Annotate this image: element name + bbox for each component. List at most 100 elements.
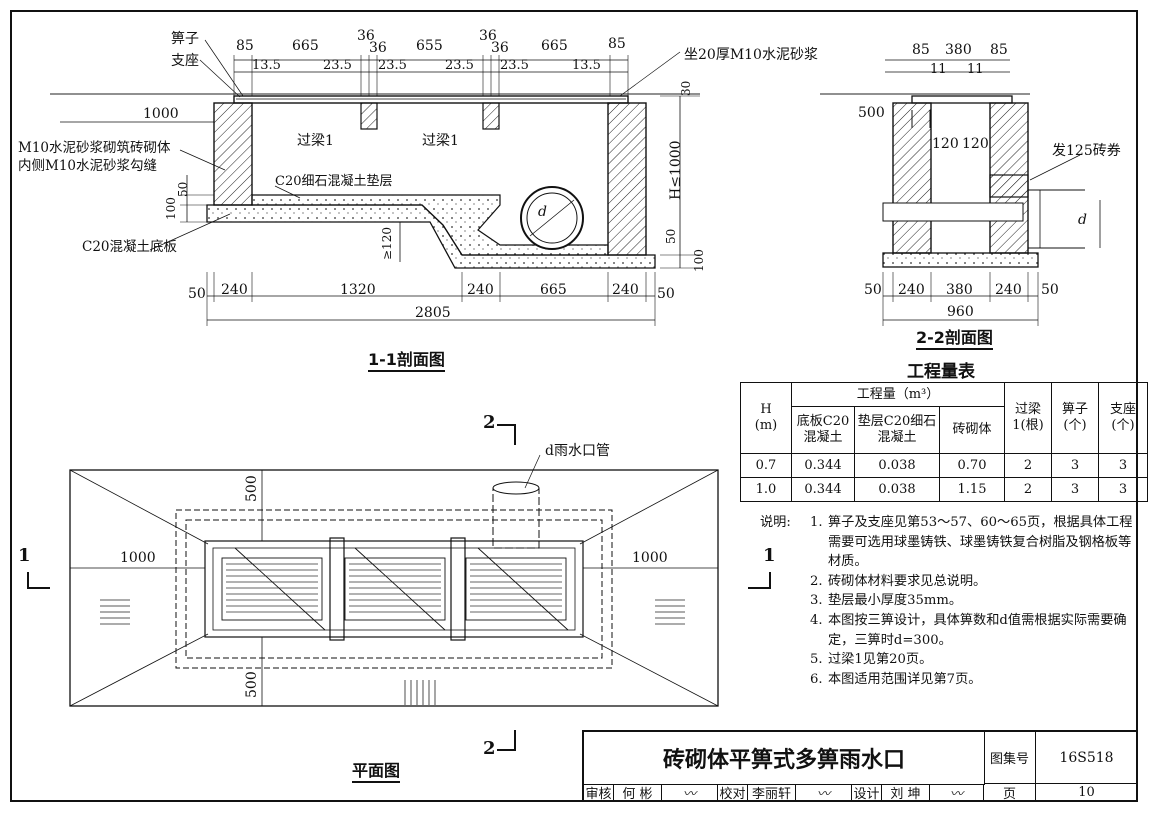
dim-top-5: 655 <box>416 38 443 54</box>
design-label: 设计 <box>852 784 882 802</box>
right-wall <box>607 102 647 256</box>
plan-right-1000: 1000 <box>632 550 668 566</box>
plan-title: 平面图 <box>352 757 401 783</box>
note-text: 本图按三箅设计，具体箅数和d值需根据实际需要确定，三箅时d=300。 <box>828 612 1127 648</box>
total-dim: 2805 <box>415 305 451 321</box>
beam-label-2: 过梁1 <box>422 133 459 149</box>
dim-top-6: 36 <box>479 28 497 44</box>
dim-top-9: 85 <box>608 36 626 52</box>
cushion-label: C20细石混凝土垫层 <box>275 174 393 189</box>
v-50a: 50 <box>176 181 190 197</box>
note-text: 垫层最小厚度35mm。 <box>828 593 963 609</box>
quantity-table-title: 工程量表 <box>907 362 975 382</box>
cut-2-bottom: 2 <box>483 738 496 759</box>
cell: 2 <box>1004 477 1052 502</box>
subdim-5: 23.5 <box>500 58 529 73</box>
section-2-2 <box>820 59 1101 326</box>
subdim-2: 23.5 <box>323 58 352 73</box>
masonry-label-1: M10水泥砂浆砌筑砖砌体 <box>18 140 171 156</box>
bdim-7: 50 <box>657 286 675 302</box>
cell: 2 <box>1004 453 1052 478</box>
grate-slab <box>233 95 629 104</box>
bdim-1: 50 <box>188 286 206 302</box>
s22-b5: 50 <box>1041 282 1059 298</box>
note-number: 6. <box>810 671 823 687</box>
s22-b3: 380 <box>946 282 973 298</box>
beam-2 <box>482 102 500 130</box>
s22-brick: 发125砖券 <box>1052 143 1121 159</box>
section-2-2-title: 2-2剖面图 <box>916 324 993 350</box>
s22-sub-1: 11 <box>930 62 947 77</box>
dim-top-1: 85 <box>236 38 254 54</box>
bdim-5: 665 <box>540 282 567 298</box>
plan-bot-500: 500 <box>244 671 260 698</box>
cell: 0.038 <box>854 453 940 478</box>
th-masonry: 砖砌体 <box>939 406 1005 454</box>
base-slab <box>206 204 656 269</box>
cell: 1.15 <box>939 477 1005 502</box>
designer: 刘 坤 <box>882 784 930 802</box>
note-number: 5. <box>810 652 823 668</box>
s22-120a: 120 <box>932 136 959 152</box>
cell: 3 <box>1051 453 1099 478</box>
beam-1 <box>360 102 378 130</box>
cell: 3 <box>1098 453 1148 478</box>
pipe-d-label: d <box>538 204 547 220</box>
cell: 0.7 <box>740 453 792 478</box>
note-text: 砖砌体材料要求见总说明。 <box>828 573 987 589</box>
cell: 0.038 <box>854 477 940 502</box>
plan-view <box>27 424 771 751</box>
left-wall <box>213 102 253 206</box>
cut-1-left: 1 <box>18 545 31 566</box>
reviewer-signature: 〰 <box>662 784 718 802</box>
support-label: 支座 <box>171 53 199 69</box>
subdim-3: 23.5 <box>378 58 407 73</box>
bdim-4: 240 <box>467 282 494 298</box>
atlas-label: 图集号 <box>984 732 1036 784</box>
subdim-1: 13.5 <box>252 58 281 73</box>
cell: 1.0 <box>740 477 792 502</box>
note-number: 3. <box>810 593 823 609</box>
plan-left-1000: 1000 <box>120 550 156 566</box>
dim-top-3: 36 <box>357 28 375 44</box>
note-number: 4. <box>810 612 823 628</box>
table-row: 1.0 0.344 0.038 1.15 2 3 3 <box>740 477 1148 502</box>
bdim-6: 240 <box>612 282 639 298</box>
notes: 说明:1.箅子及支座见第53～57、60～65页，根据具体工程需要可选用球墨铸铁… <box>760 513 1138 689</box>
th-h: H (m) <box>740 382 792 454</box>
v-120: ≥120 <box>380 227 394 260</box>
subdim-4: 23.5 <box>445 58 474 73</box>
base-label: C20混凝土底板 <box>82 239 178 255</box>
v-50b: 50 <box>664 228 678 244</box>
dim-top-4: 36 <box>369 40 387 56</box>
dim-top-7: 36 <box>491 40 509 56</box>
s22-b1: 50 <box>864 282 882 298</box>
cell: 0.70 <box>939 453 1005 478</box>
note-number: 2. <box>810 573 823 589</box>
h-dim: H≤1000 <box>668 140 684 200</box>
mortar-label: 坐20厚M10水泥砂浆 <box>684 47 818 63</box>
check-label: 校对 <box>718 784 748 802</box>
plan-top-500: 500 <box>244 475 260 502</box>
note-text: 箅子及支座见第53～57、60～65页，根据具体工程需要可选用球墨铸铁、球墨铸铁… <box>828 515 1133 570</box>
s22-dim-3: 85 <box>990 42 1008 58</box>
title-block: 砖砌体平箅式多箅雨水口 图集号 16S518 审核 何 彬 〰 校对 李丽轩 〰… <box>582 730 1138 802</box>
quantity-table: H (m) 工程量（m³） 过梁1(根) 箅子(个) 支座(个) 底板C20混凝… <box>740 382 1148 502</box>
bdim-3: 1320 <box>340 282 376 298</box>
grate-label: 箅子 <box>171 31 199 47</box>
page-no: 10 <box>1036 784 1138 802</box>
atlas-no: 16S518 <box>1036 732 1138 784</box>
plan-outer <box>69 469 719 707</box>
section-1-1 <box>50 39 700 326</box>
th-beam: 过梁1(根) <box>1004 382 1052 454</box>
v-30: 30 <box>679 80 693 96</box>
th-grate: 箅子(个) <box>1051 382 1099 454</box>
checker: 李丽轩 <box>748 784 796 802</box>
s22-d: d <box>1078 212 1087 228</box>
v-100a: 100 <box>164 197 178 220</box>
len-1000: 1000 <box>143 106 179 122</box>
cut-1-right: 1 <box>763 545 776 566</box>
s22-120b: 120 <box>962 136 989 152</box>
page-label: 页 <box>984 784 1036 802</box>
